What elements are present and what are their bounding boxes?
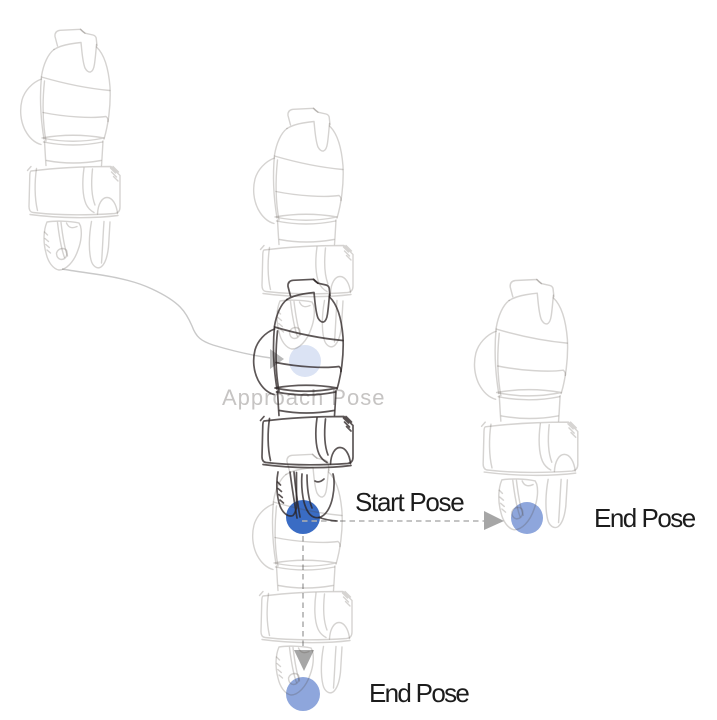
svg-text:Start Pose: Start Pose bbox=[355, 487, 464, 517]
svg-text:Approach Pose: Approach Pose bbox=[222, 385, 385, 410]
svg-text:End Pose: End Pose bbox=[369, 678, 469, 708]
svg-text:End Pose: End Pose bbox=[594, 503, 696, 533]
